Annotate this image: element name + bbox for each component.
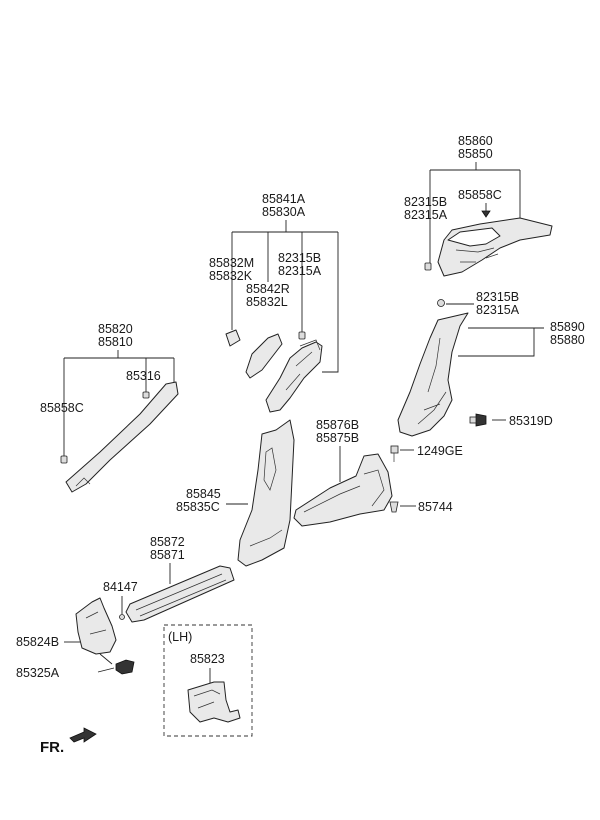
cowl-trim-group: 84147 85824B 85325A <box>16 580 138 680</box>
label-85841A: 85841A <box>262 192 306 206</box>
label-85325A: 85325A <box>16 666 60 680</box>
label-85319D: 85319D <box>509 414 553 428</box>
center-pillar-lower-group: 85845 85835C <box>176 419 295 567</box>
label-85890: 85890 <box>550 320 585 334</box>
pillar-trim-center-group: 85841A 85830A 85832M 85832K 82315B 82315… <box>209 192 339 413</box>
label-85832L: 85832L <box>246 295 288 309</box>
center-pillar-lower-part <box>237 419 295 567</box>
front-pillar-group: 85820 85810 85316 85858C <box>40 322 179 493</box>
label-85858C-left: 85858C <box>40 401 84 415</box>
label-lh: (LH) <box>168 630 192 644</box>
label-85858C-top: 85858C <box>458 188 502 202</box>
label-85880: 85880 <box>550 333 585 347</box>
lh-bracket-group: (LH) 85823 <box>163 624 253 737</box>
label-85876B: 85876B <box>316 418 359 432</box>
label-82315A-top: 82315A <box>404 208 448 222</box>
label-85832K: 85832K <box>209 269 253 283</box>
label-85875B: 85875B <box>316 431 359 445</box>
label-85842R: 85842R <box>246 282 290 296</box>
label-85832M: 85832M <box>209 256 254 270</box>
label-85871: 85871 <box>150 548 185 562</box>
pillar-trim-center-part <box>265 341 323 413</box>
label-82315A-mid: 82315A <box>278 264 322 278</box>
label-85830A: 85830A <box>262 205 306 219</box>
front-scuff-group: 85872 85871 <box>125 535 235 623</box>
label-85845: 85845 <box>186 487 221 501</box>
quarter-trim-upper-group: 85860 85850 85858C 82315B 82315A <box>404 134 553 277</box>
quarter-trim-upper-part <box>437 217 553 277</box>
rear-pillar-group: 82315B 82315A 85890 85880 85319D <box>397 290 585 437</box>
label-85850: 85850 <box>458 147 493 161</box>
rear-scuff-trim-part <box>293 453 393 527</box>
rear-pillar-trim-part <box>397 312 469 437</box>
label-82315B-right: 82315B <box>476 290 519 304</box>
label-82315B-top: 82315B <box>404 195 447 209</box>
cowl-side-trim-part <box>75 597 117 655</box>
label-85872: 85872 <box>150 535 185 549</box>
front-direction-indicator: FR. <box>40 727 97 756</box>
label-1249GE: 1249GE <box>417 444 463 458</box>
label-85823: 85823 <box>190 652 225 666</box>
label-fr: FR. <box>40 739 64 756</box>
rear-scuff-group: 85876B 85875B 1249GE 85744 <box>293 418 463 527</box>
lh-detail-box <box>163 624 253 737</box>
label-85820: 85820 <box>98 322 133 336</box>
garnish-part <box>245 333 283 379</box>
label-85835C: 85835C <box>176 500 220 514</box>
label-85744: 85744 <box>418 500 453 514</box>
front-pillar-trim-part <box>65 381 179 493</box>
front-scuff-trim-part <box>125 565 235 623</box>
label-85810: 85810 <box>98 335 133 349</box>
label-84147: 84147 <box>103 580 138 594</box>
label-82315A-right: 82315A <box>476 303 520 317</box>
small-cover-part <box>225 329 241 347</box>
label-85824B: 85824B <box>16 635 59 649</box>
label-85316: 85316 <box>126 369 161 383</box>
front-arrow-icon <box>69 727 97 743</box>
label-82315B-mid: 82315B <box>278 251 321 265</box>
label-85860: 85860 <box>458 134 493 148</box>
